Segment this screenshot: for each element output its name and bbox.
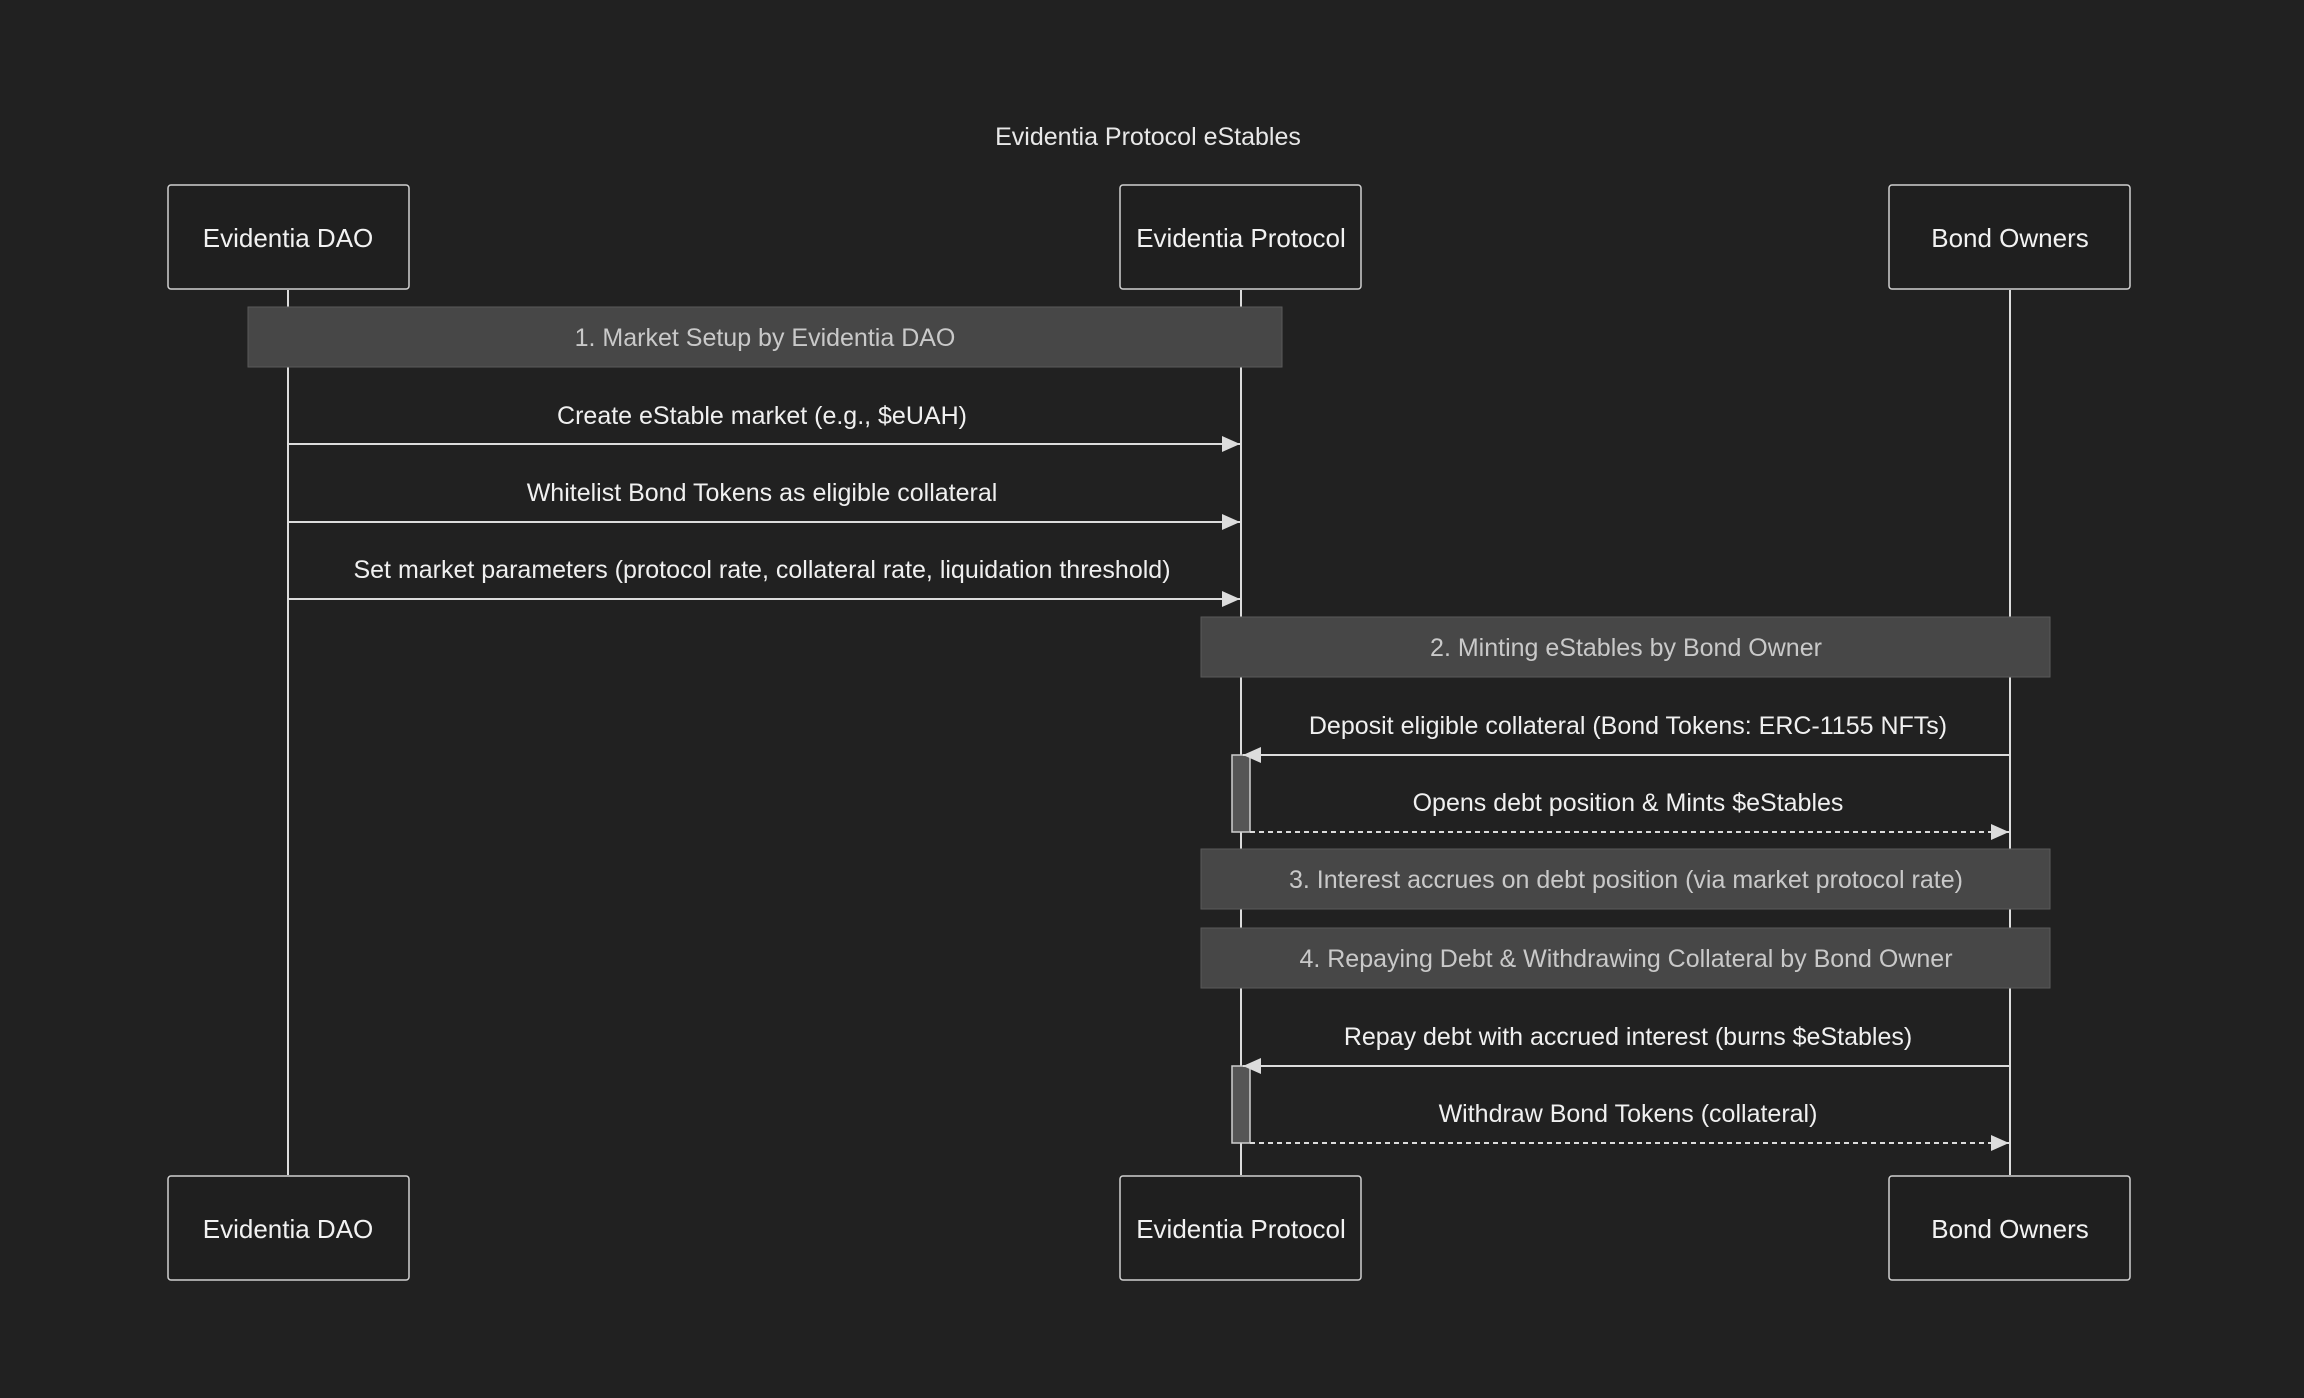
actor-label: Evidentia DAO [203,1214,374,1244]
actor-bottom-protocol: Evidentia Protocol [1119,1175,1362,1281]
message-set-market-parameters: Set market parameters (protocol rate, co… [288,556,1240,607]
actor-label: Evidentia Protocol [1136,1214,1346,1244]
actor-bottom-owners: Bond Owners [1888,1175,2131,1281]
message-whitelist-bond-tokens: Whitelist Bond Tokens as eligible collat… [288,479,1240,530]
note-interest-accrues: 3. Interest accrues on debt position (vi… [1200,848,2051,910]
note-text: 4. Repaying Debt & Withdrawing Collatera… [1299,945,1952,973]
note-repaying-debt: 4. Repaying Debt & Withdrawing Collatera… [1200,927,2051,989]
message-label: Set market parameters (protocol rate, co… [353,556,1170,584]
actor-label: Evidentia Protocol [1136,223,1346,253]
message-label: Whitelist Bond Tokens as eligible collat… [527,479,998,507]
note-market-setup: 1. Market Setup by Evidentia DAO [247,306,1283,368]
actor-label: Evidentia DAO [203,223,374,253]
note-text: 1. Market Setup by Evidentia DAO [575,324,956,352]
message-label: Opens debt position & Mints $eStables [1413,789,1844,817]
message-label: Withdraw Bond Tokens (collateral) [1439,1100,1818,1128]
actor-top-protocol: Evidentia Protocol [1119,184,1362,290]
note-minting-estables: 2. Minting eStables by Bond Owner [1200,616,2051,678]
message-create-market: Create eStable market (e.g., $eUAH) [288,402,1240,452]
activation-bar [1231,1065,1251,1144]
message-opens-debt-position: Opens debt position & Mints $eStables [1250,789,2009,840]
actor-bottom-dao: Evidentia DAO [167,1175,410,1281]
message-label: Deposit eligible collateral (Bond Tokens… [1309,712,1947,740]
message-repay-debt: Repay debt with accrued interest (burns … [1243,1023,2010,1074]
actor-label: Bond Owners [1931,1214,2089,1244]
message-label: Create eStable market (e.g., $eUAH) [557,402,967,430]
message-withdraw-bond-tokens: Withdraw Bond Tokens (collateral) [1250,1100,2009,1151]
actor-label: Bond Owners [1931,223,2089,253]
message-deposit-collateral: Deposit eligible collateral (Bond Tokens… [1243,712,2010,763]
note-text: 3. Interest accrues on debt position (vi… [1289,866,1963,894]
note-text: 2. Minting eStables by Bond Owner [1430,634,1822,662]
message-label: Repay debt with accrued interest (burns … [1344,1023,1912,1051]
actor-top-dao: Evidentia DAO [167,184,410,290]
diagram-title: Evidentia Protocol eStables [995,123,1301,151]
actor-top-owners: Bond Owners [1888,184,2131,290]
activation-bar [1231,754,1251,833]
